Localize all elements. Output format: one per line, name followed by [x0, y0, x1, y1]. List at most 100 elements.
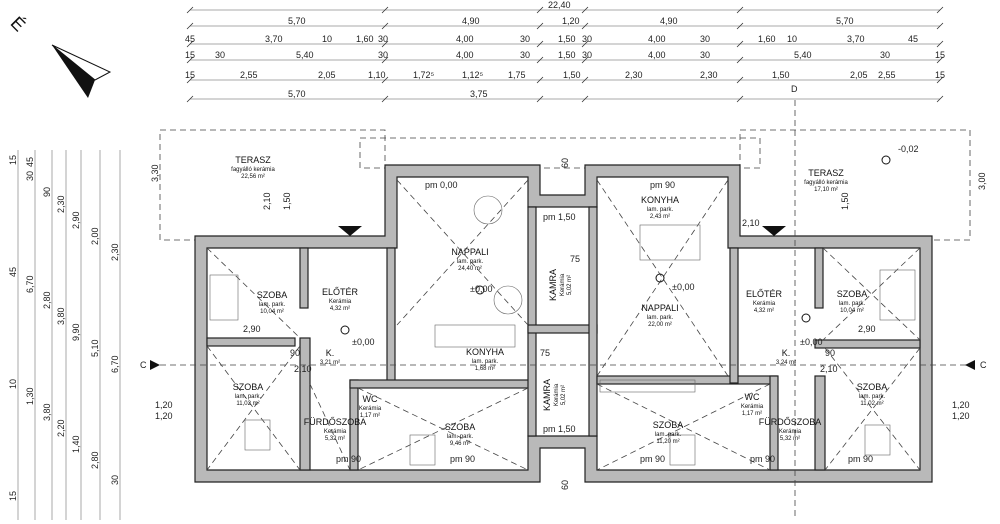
dim-label-vertical: 3,80: [56, 307, 66, 325]
room-area: 11,02 m²: [236, 401, 259, 407]
room-area: 10,04 m²: [260, 309, 284, 315]
room-floor: Kerámia: [753, 301, 776, 307]
room-name: KAMRA: [548, 269, 558, 301]
dim-label-vertical: 90: [42, 187, 52, 197]
level-left-living: ±0,00: [470, 284, 492, 294]
dim-label: 30: [520, 50, 530, 60]
level-right: ±0,00: [800, 337, 822, 347]
dim-label-vertical: 45: [8, 267, 18, 277]
dim-tick: [736, 95, 744, 103]
svg-text:1,20: 1,20: [155, 411, 173, 421]
room-name: SZOBA: [233, 382, 264, 392]
dim-tick: [581, 76, 589, 84]
left-dimensions: 1530902,302,902,002,30456,702,803,809,90…: [8, 150, 121, 520]
dim-label: 1,20: [562, 16, 580, 26]
dim-label: 1,50: [558, 50, 576, 60]
section-d-top: D: [791, 84, 798, 94]
dim-label-vertical: 2,30: [110, 243, 120, 261]
dim-label: 1,60: [356, 34, 374, 44]
svg-text:pm 90: pm 90: [450, 454, 475, 464]
room-floor: Kerámia: [554, 383, 560, 406]
room-floor: Kerámia: [324, 429, 347, 435]
room-area: 9,46 m²: [450, 441, 470, 447]
room-floor: lam. park.: [647, 315, 674, 321]
dim-label: 4,90: [462, 16, 480, 26]
dim-tick: [936, 76, 944, 84]
svg-text:pm 1,50: pm 1,50: [543, 424, 576, 434]
dim-tick: [736, 76, 744, 84]
dim-label-vertical: 2,20: [56, 419, 66, 437]
dim-tick: [581, 40, 589, 48]
dim-label: 5,40: [794, 50, 812, 60]
level-exterior: -0,02: [898, 144, 919, 154]
room-floor: Kerámia: [560, 273, 566, 296]
room-name: FÜRDŐSZOBA: [304, 417, 367, 427]
dim-label: 30: [215, 50, 225, 60]
dim-label-vertical: 2,90: [71, 211, 81, 229]
room-name: FÜRDŐSZOBA: [759, 417, 822, 427]
dim-tick: [936, 56, 944, 64]
dim-label: 1,50: [772, 70, 790, 80]
dim-label: 2,30: [625, 70, 643, 80]
svg-text:75: 75: [570, 254, 580, 264]
level-left: ±0,00: [352, 337, 374, 347]
room-area: 24,40 m²: [458, 266, 482, 272]
dim-label: 30: [700, 34, 710, 44]
section-c-right: C: [980, 360, 987, 370]
room-name: NAPPALI: [451, 247, 488, 257]
dim-tick: [536, 6, 544, 14]
room-area: 5,32 m²: [780, 436, 800, 442]
dim-label: 45: [908, 34, 918, 44]
room-area: 1,17 m²: [360, 413, 380, 419]
dim-label: 1,12⁵: [462, 70, 484, 80]
room-area: 22,56 m²: [241, 174, 265, 180]
room-area: 5,02 m²: [561, 385, 567, 405]
dim-label: 4,00: [648, 34, 666, 44]
svg-text:1,50: 1,50: [282, 192, 292, 210]
svg-text:3,00: 3,00: [977, 172, 987, 190]
section-markers: C C D: [140, 84, 987, 520]
outer-walls: [194, 164, 933, 483]
svg-text:pm 0,00: pm 0,00: [425, 180, 458, 190]
dim-tick: [536, 56, 544, 64]
dim-label-vertical: 5,10: [90, 339, 100, 357]
room-area: 3,24 m²: [776, 360, 796, 366]
dim-label: 2,55: [878, 70, 896, 80]
room-name: K.: [782, 348, 791, 358]
room-area: 22,00 m²: [648, 322, 672, 328]
dim-label: 15: [935, 50, 945, 60]
dim-tick: [186, 76, 194, 84]
dim-tick: [536, 40, 544, 48]
dim-tick: [536, 22, 544, 30]
dim-label: 30: [378, 50, 388, 60]
dim-tick: [381, 40, 389, 48]
dim-label: 2,05: [850, 70, 868, 80]
dim-label: 30: [700, 50, 710, 60]
dim-label: 5,70: [288, 16, 306, 26]
room-name: NAPPALI: [641, 303, 678, 313]
svg-text:2,10: 2,10: [742, 218, 760, 228]
dim-tick: [736, 40, 744, 48]
dim-label: 1,72⁵: [413, 70, 435, 80]
room-floor: fagyálló kerámia: [231, 167, 275, 173]
room-name: SZOBA: [837, 289, 868, 299]
svg-text:1,20: 1,20: [952, 411, 970, 421]
north-label: É: [7, 13, 30, 36]
room-name: WC: [363, 394, 378, 404]
left-terrace-outline: [159, 129, 386, 241]
svg-text:2,10: 2,10: [294, 364, 312, 374]
dim-label: 4,00: [456, 34, 474, 44]
dim-label-vertical: 45: [25, 157, 35, 167]
dim-tick: [186, 6, 194, 14]
dim-label: 10: [322, 34, 332, 44]
